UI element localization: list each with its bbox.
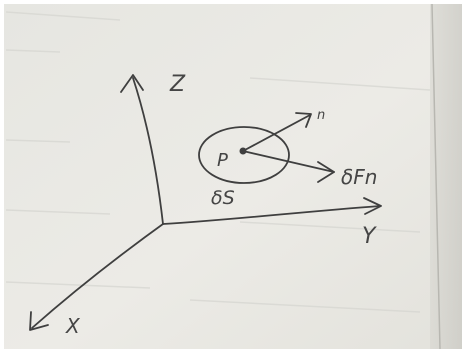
paper-surface [4, 4, 462, 349]
y-axis-line [162, 205, 381, 225]
y-axis-arrowhead [363, 197, 382, 215]
point-label: P [217, 150, 228, 171]
area-label: δS [211, 187, 235, 209]
normal-label: n [317, 108, 325, 123]
page-edge-line [431, 3, 441, 350]
x-axis-arrowhead [29, 311, 49, 331]
page-edge-shadow [430, 4, 462, 349]
x-axis-label: X [65, 314, 81, 338]
ruled-lines [5, 11, 431, 313]
force-label: δFn [341, 165, 377, 189]
normal-vector [242, 114, 311, 152]
x-axis-line [31, 223, 164, 329]
z-axis-line [132, 77, 164, 225]
z-axis-arrowhead [120, 74, 144, 93]
area-circle [198, 126, 290, 184]
y-axis-label: Y [362, 224, 377, 249]
force-arrowhead [317, 161, 335, 183]
axes [29, 74, 382, 331]
z-axis-label: Z [169, 72, 186, 97]
force-vector [242, 150, 335, 173]
normal-arrowhead [295, 112, 312, 128]
surface-element [198, 112, 335, 184]
